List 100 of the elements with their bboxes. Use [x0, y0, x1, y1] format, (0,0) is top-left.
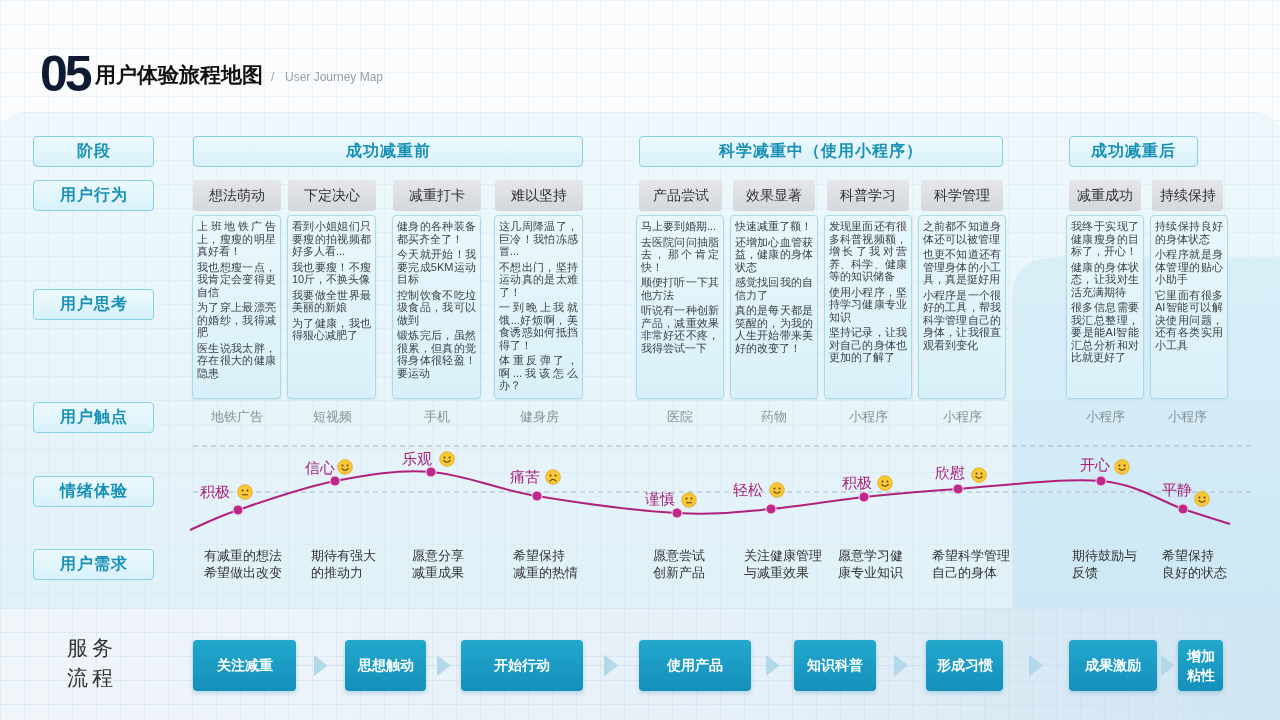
- thought-text: 它里面有很多AI智能可以解决使用问题，还有各类实用小工具: [1155, 288, 1223, 351]
- thought-text: 小程序就是身体管理的贴心小助手: [1155, 248, 1223, 286]
- emotion-label: 平静: [1162, 481, 1192, 499]
- need-label: 希望科学管理自己的身体: [932, 548, 1010, 582]
- emotion-label: 谨慎: [645, 490, 675, 508]
- thought-text: 健身的各种装备都买齐全了！: [397, 220, 476, 245]
- thought-text: 真的是每天都是笑醒的，为我的人生开始带来美好的改变了！: [735, 304, 813, 354]
- row-label: 服务流程: [67, 635, 117, 691]
- thought-text: 这几周降温了，巨冷！我怕冻感冒...: [499, 220, 578, 258]
- emotion-label: 痛苦: [510, 468, 540, 486]
- thought-card: [1066, 215, 1144, 399]
- row-header-box: 阶段: [33, 136, 154, 167]
- chevron-arrow: [295, 654, 346, 677]
- row-header-box: 用户行为: [33, 180, 154, 211]
- chevron-arrow: [875, 654, 927, 677]
- thought-text: 顺便打听一下其他方法: [641, 276, 719, 301]
- touchpoint-label: 小程序: [1085, 409, 1125, 425]
- thought-text: 为了健康，我也得狠心减肥了: [292, 316, 371, 342]
- thought-text: 体重反弹了，啊...我该怎么办？: [499, 354, 578, 392]
- thought-text: 医生说我太胖，存在很大的健康隐患: [197, 341, 276, 379]
- need-label: 期待鼓励与反馈: [1072, 548, 1137, 582]
- phase-box: 科学减重中（使用小程序）: [639, 136, 1003, 167]
- touchpoint-label: 地铁广告: [211, 409, 263, 425]
- touchpoint-label: 小程序: [942, 409, 982, 425]
- process-box: 使用产品: [639, 640, 751, 691]
- subtitle: User Journey Map: [285, 70, 384, 85]
- thought-card: [494, 215, 583, 399]
- thought-text: 也更不知道还有管理身体的小工具，真是挺好用: [923, 248, 1001, 286]
- emotion-label: 信心: [305, 459, 335, 477]
- need-label: 希望保持减重的热情: [513, 548, 578, 582]
- thought-text: 不想出门，坚持运动真的是太难了！: [499, 260, 578, 298]
- thought-text: 之前都不知道身体还可以被管理: [923, 220, 1001, 245]
- thought-text: 我要做全世界最美丽的新娘: [292, 288, 371, 314]
- emotion-label: 积极: [200, 483, 230, 501]
- thought-text: 健康的身体状态，让我对生活充满期待: [1071, 260, 1139, 298]
- thought-text: 控制饮食不吃垃圾食品，我可以做到: [397, 288, 476, 326]
- emotion-label: 积极: [842, 474, 872, 492]
- need-label: 有减重的想法希望做出改变: [204, 548, 282, 582]
- process-box: 知识科普: [794, 640, 876, 691]
- process-box: 形成习惯: [926, 640, 1003, 691]
- process-box: 思想触动: [345, 640, 426, 691]
- emotion-label: 欣慰: [935, 464, 965, 482]
- thought-text: 为了穿上最漂亮的婚纱，我得减肥: [197, 301, 276, 339]
- emotion-label: 乐观: [402, 450, 432, 468]
- row-header-box: 用户思考: [33, 289, 154, 320]
- behavior-box: 科学管理: [921, 180, 1003, 211]
- thought-card: [730, 215, 818, 399]
- thought-text: 很多信息需要我汇总整理，要是能AI智能汇总分析和对比就更好了: [1071, 301, 1139, 364]
- behavior-box: 下定决心: [288, 180, 376, 211]
- process-box: 开始行动: [461, 640, 583, 691]
- row-header-box: 用户触点: [33, 402, 154, 433]
- section-number: 05: [40, 49, 90, 99]
- thought-text: 今天就开始！我要完成5KM运动目标: [397, 248, 476, 286]
- need-label: 关注健康管理与减重效果: [744, 548, 822, 582]
- thought-card: [1150, 215, 1228, 399]
- behavior-box: 科普学习: [827, 180, 909, 211]
- thought-text: 坚持记录，让我对自己的身体也更加的了解了: [829, 326, 907, 364]
- touchpoint-label: 小程序: [1167, 409, 1207, 425]
- thought-card: [192, 215, 281, 399]
- emotion-label: 开心: [1080, 456, 1110, 474]
- page-title: 用户体验旅程地图: [95, 63, 263, 87]
- need-label: 愿意分享减重成果: [412, 548, 464, 582]
- chevron-arrow: [750, 654, 795, 677]
- thought-card: [287, 215, 376, 399]
- process-box: 增加粘性: [1178, 640, 1223, 691]
- thought-text: 我也要瘦！不瘦10斤，不换头像: [292, 260, 371, 286]
- thought-text: 上班地铁广告上，瘦瘦的明星真好看！: [197, 220, 276, 258]
- process-box: 成果激励: [1069, 640, 1157, 691]
- thought-text: 持续保持良好的身体状态: [1155, 220, 1223, 245]
- separator-slash: /: [271, 70, 275, 85]
- thought-text: 我终于实现了健康瘦身的目标了，开心！: [1071, 220, 1139, 258]
- need-label: 期待有强大的推动力: [311, 548, 376, 582]
- behavior-box: 减重成功: [1069, 180, 1141, 211]
- thought-text: 我也想瘦一点，我肯定会变得更自信: [197, 260, 276, 298]
- thought-text: 看到小姐姐们只要瘦的拍视频都好多人看...: [292, 220, 371, 258]
- thought-card: [636, 215, 724, 399]
- chevron-arrow: [1002, 654, 1070, 677]
- thought-card: [824, 215, 912, 399]
- thought-text: 锻炼完后，虽然很累，但真的觉得身体很轻盈！要运动: [397, 329, 476, 379]
- thought-card: [392, 215, 481, 399]
- behavior-box: 产品尝试: [639, 180, 722, 211]
- thought-text: 快速减重了额！: [735, 220, 813, 233]
- behavior-box: 想法萌动: [193, 180, 281, 211]
- need-label: 希望保持良好的状态: [1162, 548, 1227, 582]
- thought-text: 感觉找回我的自信力了: [735, 276, 813, 301]
- thought-text: 去医院问问抽脂去，那个肯定快！: [641, 235, 719, 273]
- thought-text: 使用小程序，坚持学习健康专业知识: [829, 285, 907, 323]
- chevron-arrow: [425, 654, 462, 677]
- behavior-box: 效果显著: [733, 180, 815, 211]
- touchpoint-label: 小程序: [848, 409, 888, 425]
- thought-text: 听说有一种创新产品，减重效果非常好还不疼，我得尝试一下: [641, 304, 719, 354]
- behavior-box: 减重打卡: [393, 180, 481, 211]
- process-box: 关注减重: [193, 640, 296, 691]
- thought-text: 还增加心血管获益，健康的身体状态: [735, 235, 813, 273]
- emotion-label: 轻松: [733, 481, 763, 499]
- phase-box: 成功减重后: [1069, 136, 1198, 167]
- need-label: 愿意学习健康专业知识: [838, 548, 903, 582]
- phase-box: 成功减重前: [193, 136, 583, 167]
- touchpoint-label: 短视频: [312, 409, 352, 425]
- behavior-box: 难以坚持: [495, 180, 583, 211]
